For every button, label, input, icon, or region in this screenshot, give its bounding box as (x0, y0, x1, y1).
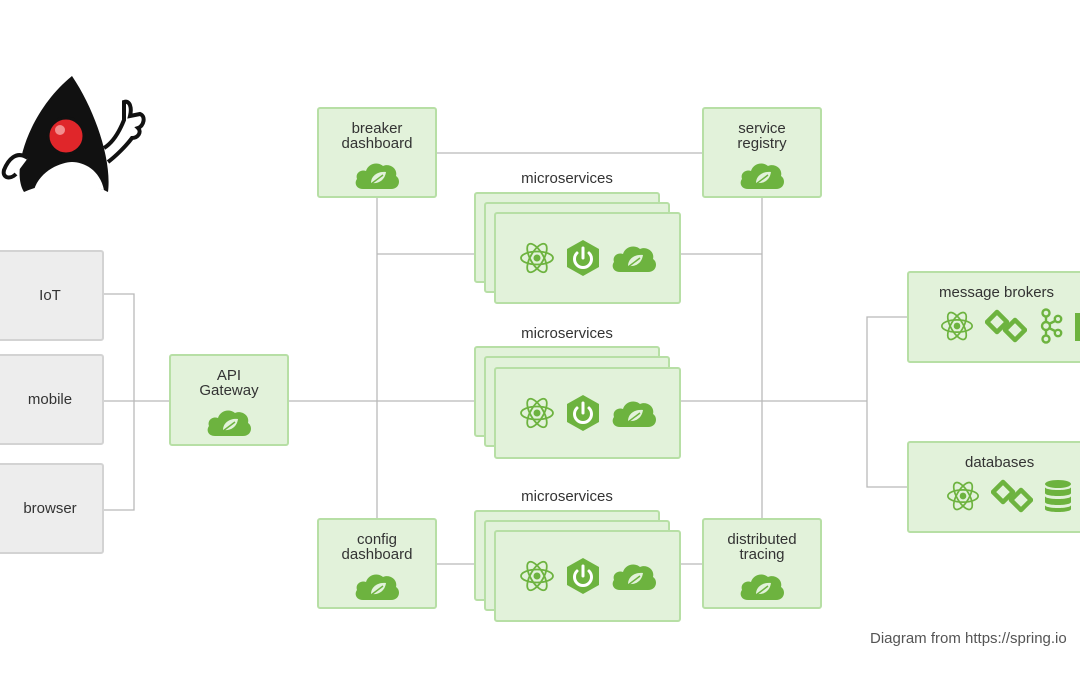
client-label: mobile (27, 391, 73, 408)
client-browser: browser (0, 463, 104, 554)
duke-mascot (1, 76, 146, 192)
breaker-label-1: breaker (351, 120, 403, 137)
microservices-title: microservices (521, 170, 613, 187)
microservices-title: microservices (521, 488, 613, 505)
client-iot: IoT (0, 250, 104, 341)
spring-leaf-icon (738, 570, 786, 602)
database-icon (1045, 480, 1071, 512)
microservice-card (494, 212, 681, 304)
microservice-card (494, 530, 681, 622)
spring-leaf-icon (205, 406, 253, 438)
spring-boot-power-icon (564, 394, 602, 432)
spring-leaf-icon (353, 159, 401, 191)
breaker-label-2: dashboard (341, 135, 413, 152)
databases-label: databases (965, 454, 1035, 471)
spring-boot-power-icon (564, 557, 602, 595)
spring-leaf-icon (610, 560, 658, 592)
diagram-credit: Diagram from https://spring.io (870, 630, 1067, 647)
atom-icon (939, 308, 975, 344)
atom-icon (518, 557, 556, 595)
registry-label-2: registry (737, 135, 787, 152)
client-label: IoT (39, 287, 61, 304)
kafka-icon (1040, 308, 1063, 344)
config-label-1: config (356, 531, 398, 548)
microservice-card (494, 367, 681, 459)
gateway-label-2: Gateway (199, 382, 259, 399)
spring-leaf-icon (610, 242, 658, 274)
brokers-label: message brokers (939, 284, 1055, 301)
message-brokers: message brokers (907, 271, 1080, 363)
rabbitmq-icon (1075, 313, 1080, 341)
atom-icon (518, 394, 556, 432)
client-label: browser (23, 500, 77, 517)
spring-leaf-icon (738, 159, 786, 191)
registry-label-1: service (738, 120, 786, 137)
atom-icon (518, 239, 556, 277)
client-mobile: mobile (0, 354, 104, 445)
tracing-label-2: tracing (739, 546, 785, 563)
config-label-2: dashboard (341, 546, 413, 563)
gateway-label-1: API (216, 367, 242, 384)
spring-leaf-icon (610, 397, 658, 429)
chain-link-icon (991, 479, 1033, 513)
atom-icon (945, 478, 981, 514)
tracing-label-1: distributed (727, 531, 797, 548)
chain-link-icon (985, 309, 1027, 343)
microservices-title: microservices (521, 325, 613, 342)
spring-leaf-icon (353, 570, 401, 602)
databases: databases (907, 441, 1080, 533)
spring-boot-power-icon (564, 239, 602, 277)
